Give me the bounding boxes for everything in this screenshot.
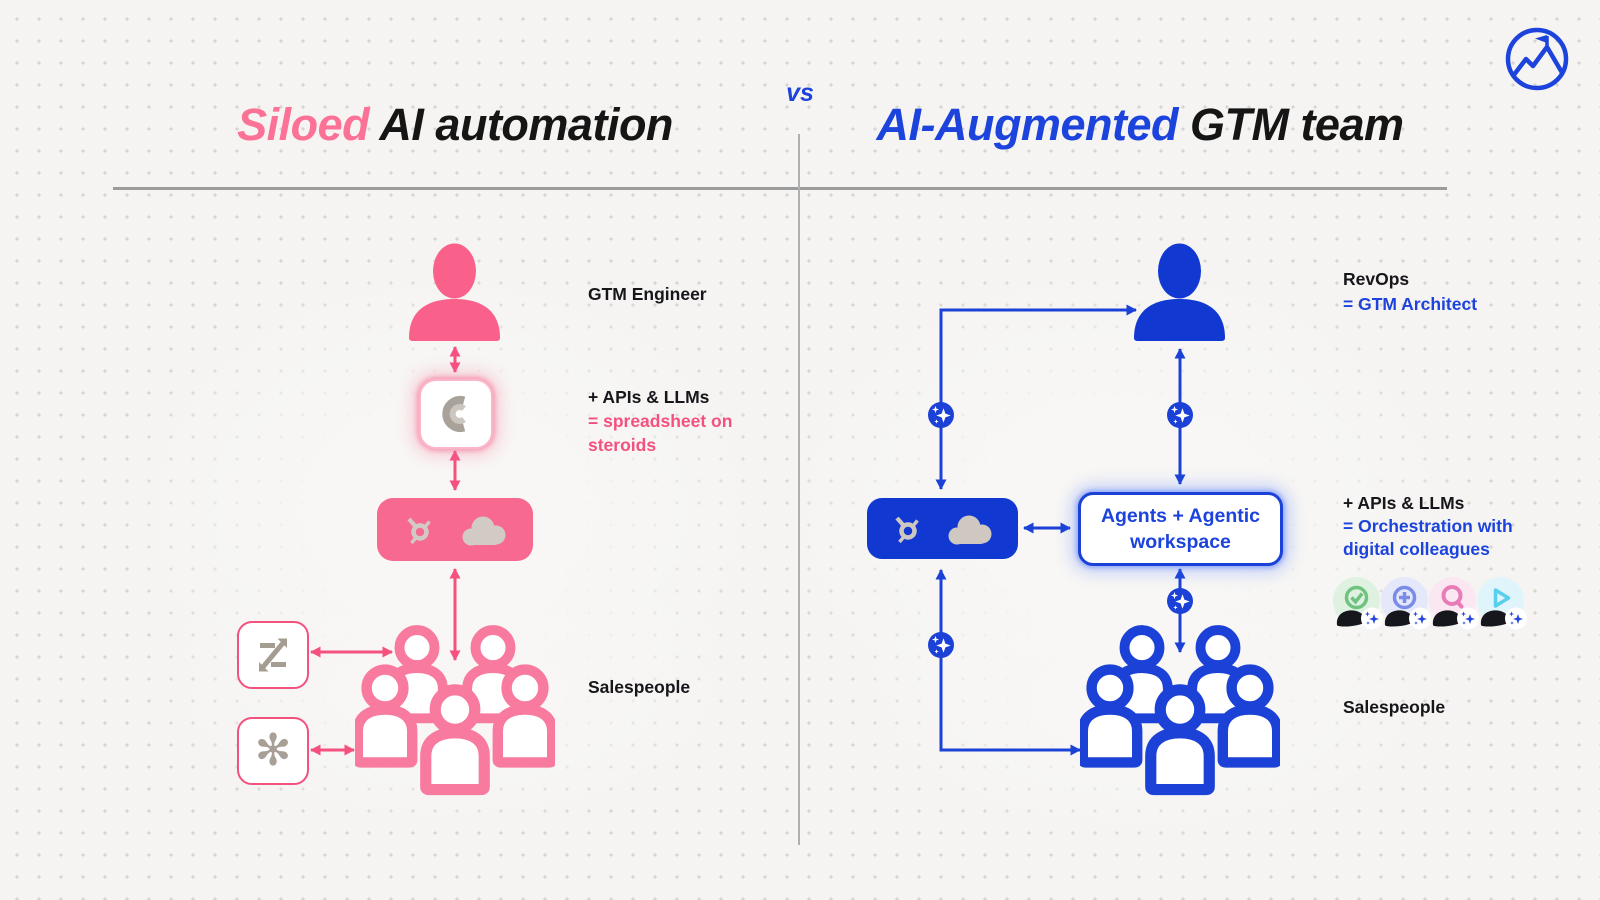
z-tool-box <box>237 621 309 689</box>
left-title-rest: AI automation <box>369 99 673 150</box>
check-agent-icon <box>1333 577 1383 630</box>
check-circle-glyph <box>1344 585 1369 610</box>
mountain-flag-logo <box>1505 27 1569 91</box>
plus-agent-icon <box>1381 577 1431 630</box>
revops-note: RevOps = GTM Architect <box>1343 267 1477 317</box>
search-agent-icon <box>1429 577 1479 630</box>
sparkle-icon <box>928 632 954 658</box>
left-title: Siloed AI automation <box>120 96 790 154</box>
agents-workspace-box: Agents + Agentic workspace <box>1078 492 1283 566</box>
left-title-highlight: Siloed <box>237 99 370 150</box>
right-title-highlight: AI-Augmented <box>876 99 1178 150</box>
pink-arrows <box>310 346 461 756</box>
agents-box-line2: workspace <box>1130 531 1231 553</box>
sparkle-icon <box>1167 402 1193 428</box>
arrow-crm-revops <box>935 304 1137 490</box>
left-salespeople-label: Salespeople <box>588 677 691 697</box>
revops-label: RevOps <box>1343 269 1410 289</box>
left-apis-line1: + APIs & LLMs <box>588 387 710 407</box>
salespeople-crowd-blue <box>1080 622 1280 802</box>
gtm-engineer-label: GTM Engineer <box>588 284 707 304</box>
salesforce-cloud-icon <box>462 516 505 545</box>
crm-box-left <box>377 498 533 561</box>
agent-wing-shape <box>1336 610 1368 627</box>
left-apis-note: + APIs & LLMs = spreadsheet on steroids <box>588 385 732 457</box>
right-apis-line2: = Orchestration with <box>1343 516 1513 536</box>
right-title-rest: GTM team <box>1177 99 1404 150</box>
right-title: AI-Augmented GTM team <box>830 96 1450 154</box>
sparkle-icon <box>928 402 954 428</box>
crm-box-right <box>867 498 1018 559</box>
play-glyph <box>1493 588 1511 608</box>
left-apis-line3: steroids <box>588 435 657 455</box>
hubspot-sprocket-icon <box>891 510 925 548</box>
right-apis-line3: digital colleagues <box>1343 539 1490 559</box>
center-divider-line <box>798 134 800 845</box>
gtm-engineer-person-icon <box>409 243 500 341</box>
play-agent-icon <box>1477 577 1527 630</box>
clay-tool-box <box>419 379 493 449</box>
right-salespeople-label: Salespeople <box>1343 697 1446 717</box>
z-arrows-icon <box>259 638 287 672</box>
vs-label: vs <box>786 79 814 107</box>
revops-person-icon <box>1134 243 1225 341</box>
agent-wing-shape <box>1384 610 1416 627</box>
openai-tool-box: ✻ <box>237 717 309 785</box>
left-apis-line2: = spreadsheet on <box>588 411 733 431</box>
header-divider-line <box>113 187 1447 190</box>
gtm-architect-label: = GTM Architect <box>1343 294 1478 314</box>
hubspot-sprocket-icon <box>403 511 437 549</box>
salesforce-cloud-icon <box>948 515 992 544</box>
right-apis-note: + APIs & LLMs = Orchestration with digit… <box>1343 492 1513 561</box>
salespeople-crowd-pink <box>355 622 555 802</box>
agents-box-line1: Agents + Agentic <box>1100 505 1261 527</box>
right-apis-line1: + APIs & LLMs <box>1343 493 1465 513</box>
openai-flower-icon: ✻ <box>254 726 292 775</box>
sparkle-icon <box>1167 588 1193 614</box>
agent-wing-shape <box>1480 610 1512 627</box>
agent-wing-shape <box>1432 610 1464 627</box>
arrow-salespeople-crm <box>935 569 1081 756</box>
search-glyph <box>1441 585 1464 609</box>
plus-circle-glyph <box>1392 585 1417 610</box>
clay-c-icon <box>442 396 466 432</box>
